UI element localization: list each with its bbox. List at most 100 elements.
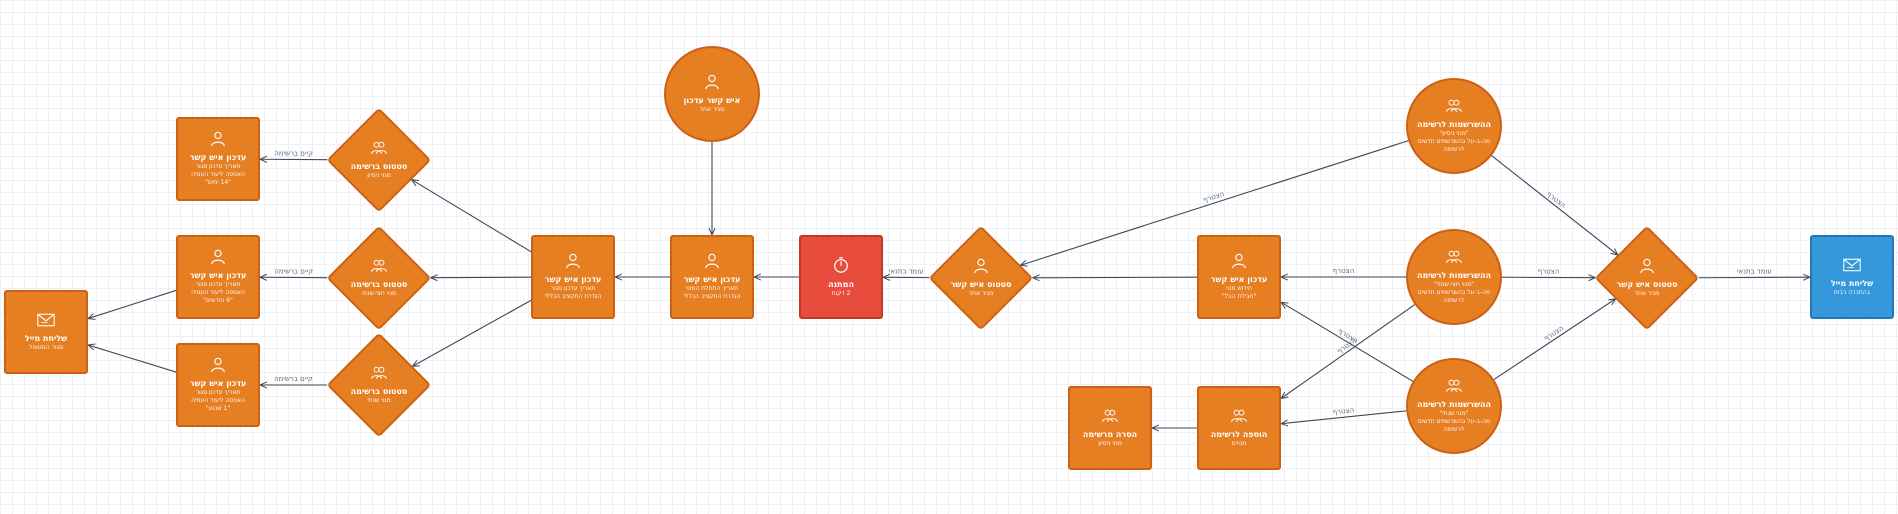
node-title: עדכון איש קשר bbox=[1210, 275, 1268, 284]
person-icon bbox=[972, 258, 990, 280]
edge-signup-top-to-contact-status-right[interactable] bbox=[1491, 155, 1618, 255]
node-title: עדכון איש קשר bbox=[189, 271, 247, 280]
node-title: המתנה bbox=[828, 280, 854, 289]
group-icon bbox=[1445, 378, 1463, 400]
node-subtitle: מגיר אחד bbox=[699, 106, 725, 113]
edge-contact-status-right-to-email-right[interactable] bbox=[1698, 277, 1810, 278]
node-subtitle: תאריך עדכון סגור bbox=[550, 285, 596, 292]
edge-signup-bot-to-contact-status-right[interactable] bbox=[1493, 299, 1616, 380]
node-signup-mid[interactable]: ההשרשמות לרשימה"מנוי חצי-שנתי"מה-ב-על בה… bbox=[1406, 229, 1502, 325]
group-icon bbox=[1445, 98, 1463, 120]
node-title: עדכון איש קשר bbox=[189, 153, 247, 162]
envelope-icon bbox=[37, 312, 55, 334]
edge-label: קיים ברשימה bbox=[274, 267, 313, 275]
edge-label: קיים ברשימה bbox=[274, 149, 313, 157]
edge-label: עומד בתנאי bbox=[1737, 267, 1772, 275]
node-subtitle: האפסה ליעוד העמיה bbox=[191, 397, 245, 404]
node-content: ההשרשמות לרשימה"מנוי שנתי"מה-ב-על בהשרשמ… bbox=[1408, 378, 1500, 434]
person-icon bbox=[209, 131, 227, 153]
node-title: הסרה מרשימה bbox=[1082, 430, 1138, 439]
node-subtitle: הגדרת התקציב הכללי bbox=[683, 293, 741, 300]
node-subtitle: 2 דקות bbox=[831, 290, 851, 297]
node-subtitle: "1 שבוע" bbox=[205, 405, 231, 412]
node-subtitle: מנוי שנתי bbox=[367, 397, 391, 404]
envelope-icon bbox=[1843, 257, 1861, 279]
person-icon bbox=[1638, 258, 1656, 280]
person-icon bbox=[1230, 253, 1248, 275]
edge-signup-mid-to-list-add[interactable] bbox=[1281, 304, 1416, 399]
node-subtitle: הגדרת התקציב הכללי bbox=[544, 293, 602, 300]
node-subtitle: מנויים bbox=[1231, 440, 1247, 447]
node-title: שליחת מייל bbox=[1830, 279, 1874, 288]
node-subtitle: "מנוי ניסיון" bbox=[1439, 130, 1469, 137]
edge-update-center-to-list-status-mid[interactable] bbox=[431, 277, 532, 278]
node-signup-bot[interactable]: ההשרשמות לרשימה"מנוי שנתי"מה-ב-על בהשרשמ… bbox=[1406, 358, 1502, 454]
person-icon bbox=[209, 249, 227, 271]
node-subtitle: מה-ב-על בהשרשמים חדשים לרשימה bbox=[1417, 289, 1491, 304]
node-subtitle: "מנוי חצי-שנתי" bbox=[1434, 281, 1474, 288]
node-subtitle: מגיר אחד bbox=[1634, 290, 1660, 297]
edge-label: קיים ברשימה bbox=[274, 375, 313, 383]
node-title: הוספה לרשימה bbox=[1210, 430, 1268, 439]
node-subtitle: מנוי ניסיון bbox=[1098, 440, 1122, 447]
edge-label: הצטרף bbox=[1333, 267, 1355, 275]
node-title: סטטוס ברשימה bbox=[350, 280, 408, 289]
node-subtitle: מה-ב-על בהשרשמים חדשים לרשימה bbox=[1417, 138, 1491, 153]
edge-signup-bot-to-update-right[interactable] bbox=[1281, 302, 1414, 382]
node-subtitle: "6 חודשים" bbox=[203, 297, 233, 304]
node-title: ההשרשמות לרשימה bbox=[1416, 120, 1492, 129]
edge-label: עומד בתנאי bbox=[889, 267, 924, 275]
node-title: סטטוס איש קשר bbox=[1616, 280, 1678, 289]
person-icon bbox=[703, 253, 721, 275]
edge-update-bot-to-email-left[interactable] bbox=[88, 345, 177, 373]
edge-update-right-to-contact-status[interactable] bbox=[1033, 277, 1198, 278]
node-signup-top[interactable]: ההשרשמות לרשימה"מנוי ניסיון"מה-ב-על בהשר… bbox=[1406, 78, 1502, 174]
node-title: סטטוס ברשימה bbox=[350, 162, 408, 171]
edge-update-center-to-list-status-bot[interactable] bbox=[412, 299, 532, 366]
edge-signup-bot-to-list-add[interactable] bbox=[1281, 410, 1407, 424]
group-icon bbox=[1445, 249, 1463, 271]
edge-update-mid-to-email-left[interactable] bbox=[88, 289, 177, 318]
node-subtitle: חידוש מנוי bbox=[1226, 285, 1252, 292]
node-title: עדכון איש קשר bbox=[544, 275, 602, 284]
group-icon bbox=[370, 140, 388, 162]
edge-update-center-to-list-status-top[interactable] bbox=[411, 180, 532, 253]
node-subtitle: "14 ימים" bbox=[205, 179, 231, 186]
node-content: ההשרשמות לרשימה"מנוי ניסיון"מה-ב-על בהשר… bbox=[1408, 98, 1500, 154]
person-icon bbox=[209, 357, 227, 379]
node-title: איש קשר עדכון bbox=[683, 96, 741, 105]
edge-signup-top-to-contact-status[interactable] bbox=[1020, 140, 1409, 266]
person-icon bbox=[703, 74, 721, 96]
